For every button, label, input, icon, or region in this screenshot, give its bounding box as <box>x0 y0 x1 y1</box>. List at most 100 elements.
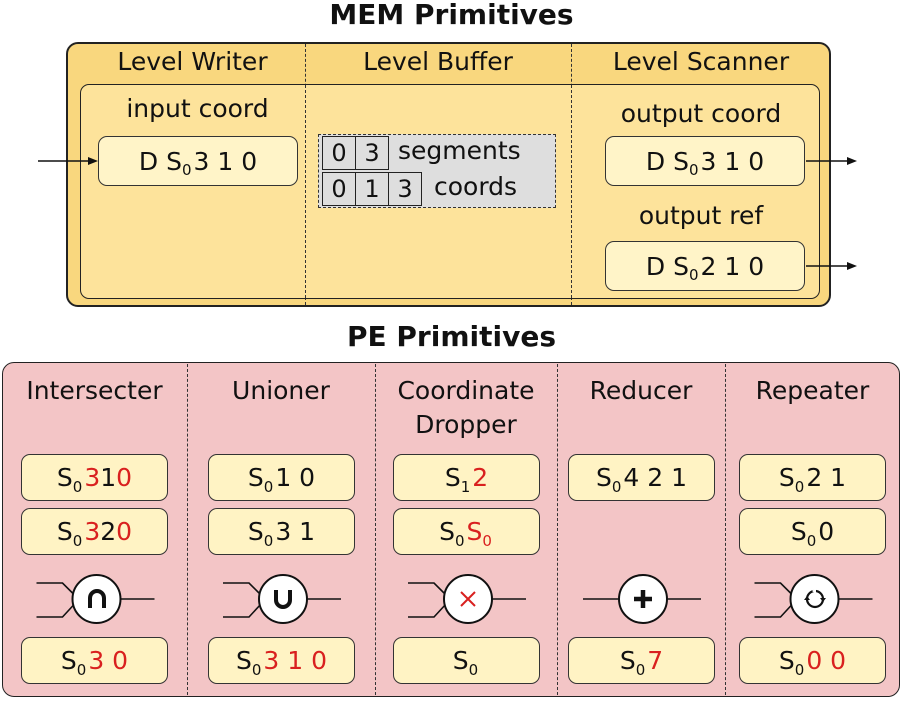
fiber-text: 0 <box>818 517 835 546</box>
plus-icon <box>634 590 652 608</box>
fiber-text: 3 1 0 <box>700 146 765 176</box>
fiber-text: 0 <box>116 463 133 492</box>
output-coord-label: output coord <box>620 99 782 128</box>
fiber-text: S <box>778 646 795 675</box>
operator-wires <box>36 574 155 624</box>
divider <box>571 85 572 298</box>
fiber-text: D S <box>138 146 182 176</box>
fiber-text: 2 1 0 <box>700 251 765 281</box>
subscript: 0 <box>468 660 479 679</box>
subscript: 0 <box>263 531 274 550</box>
fiber-text: S <box>235 646 252 675</box>
subscript: 0 <box>482 531 492 550</box>
subscript: 0 <box>76 660 87 679</box>
subscript: 0 <box>611 477 622 496</box>
divider <box>725 364 726 695</box>
pe-title: PE Primitives <box>347 320 556 353</box>
level-writer-header: Level Writer <box>117 47 268 76</box>
pe-column-header: Reducer <box>589 376 693 405</box>
operator-wires <box>754 574 873 624</box>
fiber-text: 3 0 <box>88 646 129 675</box>
fiber-text: 2 <box>100 517 117 546</box>
pe-column-header: Coordinate <box>397 376 535 405</box>
output-ref-label: output ref <box>638 201 764 230</box>
repeat-icon <box>803 588 826 609</box>
fiber-text: 2 <box>472 463 489 492</box>
subscript: 0 <box>806 531 817 550</box>
fiber-text: S <box>778 463 795 492</box>
fiber-text: 7 <box>647 646 664 675</box>
fiber-text: 3 <box>84 463 101 492</box>
level-buffer-header: Level Buffer <box>363 47 513 76</box>
fiber-text: S <box>56 517 73 546</box>
fiber-text: D S <box>645 146 689 176</box>
fiber-text: S <box>619 646 636 675</box>
fiber-text: 4 2 1 <box>623 463 688 492</box>
fiber-text: 3 1 <box>275 517 316 546</box>
buffer-cell: 3 <box>355 136 389 170</box>
subscript: 0 <box>263 477 274 496</box>
buffer-cell: 3 <box>388 172 422 206</box>
fiber-text: 1 0 <box>275 463 316 492</box>
subscript: 0 <box>635 660 646 679</box>
input-coord-label: input coord <box>126 94 269 123</box>
buffer-cell: 1 <box>355 172 389 206</box>
level-scanner-header: Level Scanner <box>612 47 790 76</box>
subscript: 1 <box>460 477 471 496</box>
subscript: 0 <box>251 660 262 679</box>
mem-title: MEM Primitives <box>329 0 574 31</box>
divider <box>187 364 188 695</box>
subscript: 0 <box>72 531 83 550</box>
drop-icon <box>460 591 476 607</box>
fiber-text: S <box>439 517 455 546</box>
union-icon <box>274 590 292 609</box>
subscript: 0 <box>72 477 83 496</box>
fiber-text: 3 1 0 <box>193 146 258 176</box>
fiber-text: S <box>466 517 483 546</box>
subscript: 0 <box>181 161 192 179</box>
pe-column-header: Intersecter <box>26 376 163 405</box>
pe-column-header: Repeater <box>755 376 870 405</box>
divider <box>375 364 376 695</box>
fiber-text: S <box>60 646 77 675</box>
fiber-text: 3 <box>84 517 101 546</box>
coords-label: coords <box>434 172 518 201</box>
subscript: 0 <box>688 161 699 179</box>
fiber-text: S <box>56 463 73 492</box>
fiber-text: 3 1 0 <box>263 646 328 675</box>
fiber-text: S <box>247 463 264 492</box>
pe-column-header: Dropper <box>415 410 517 439</box>
operator-wires <box>223 574 341 624</box>
buffer-cell: 0 <box>322 136 356 170</box>
divider <box>305 85 306 298</box>
fiber-text: 1 <box>100 463 117 492</box>
segments-label: segments <box>398 136 521 165</box>
pe-column-header: Unioner <box>232 376 330 405</box>
intersect-icon <box>87 589 106 608</box>
fiber-text: S <box>452 646 469 675</box>
fiber-text: S <box>790 517 807 546</box>
fiber-text: S <box>595 463 612 492</box>
fiber-text: D S <box>645 251 689 281</box>
fiber-text: S <box>444 463 461 492</box>
fiber-text: 0 0 <box>806 646 847 675</box>
fiber-text: S <box>247 517 264 546</box>
divider <box>557 364 558 695</box>
fiber-text: 0 <box>116 517 133 546</box>
